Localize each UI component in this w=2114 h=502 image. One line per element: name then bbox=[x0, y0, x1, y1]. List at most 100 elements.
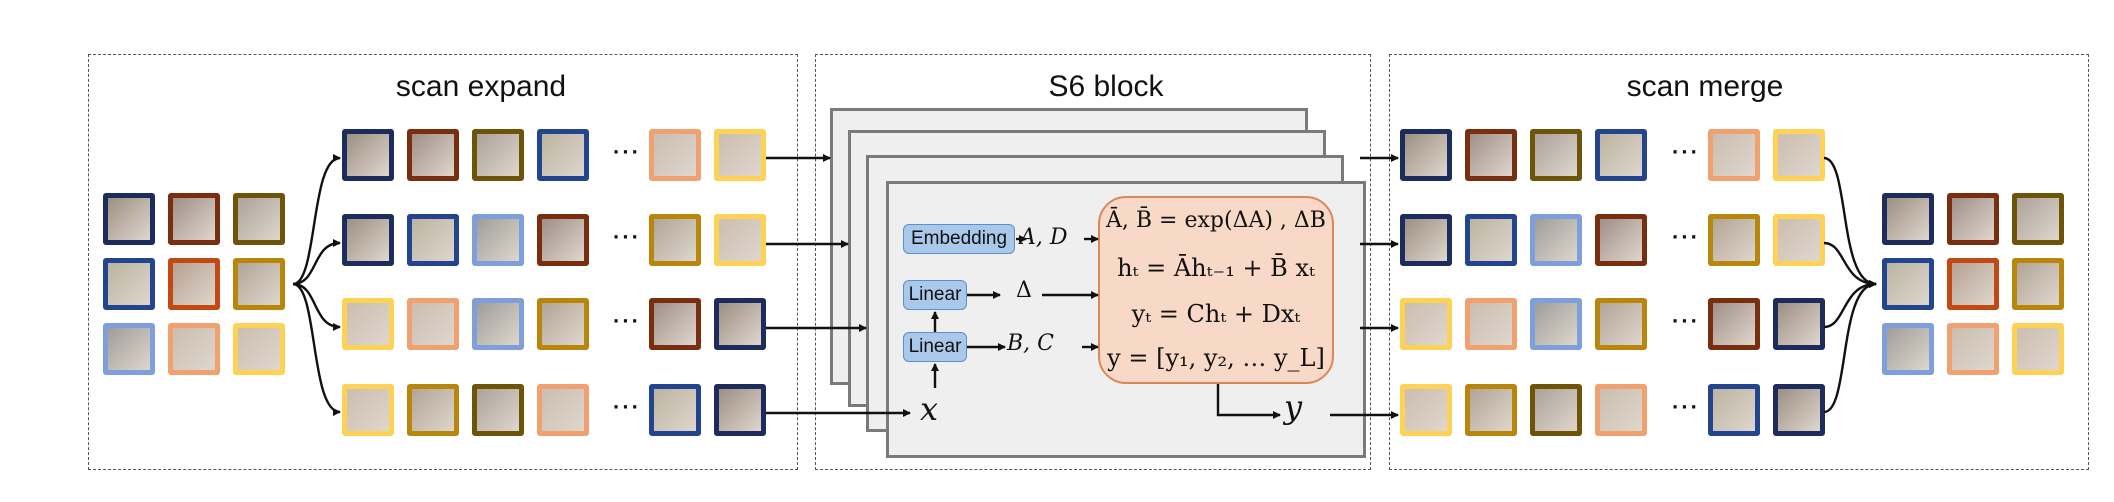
patch-image bbox=[347, 303, 389, 345]
input-grid-patch bbox=[168, 193, 220, 245]
patch-image bbox=[1535, 219, 1577, 261]
patch-image bbox=[1600, 389, 1642, 431]
merge-seq-4-patch bbox=[1530, 384, 1582, 436]
expand-seq-3-patch bbox=[537, 298, 589, 350]
input-grid-patch bbox=[103, 258, 155, 310]
merge-seq-2-patch bbox=[1773, 214, 1825, 266]
expand-seq-3-patch bbox=[714, 298, 766, 350]
patch-image bbox=[1535, 389, 1577, 431]
patch-image bbox=[719, 389, 761, 431]
merge-seq-4-patch bbox=[1773, 384, 1825, 436]
patch-image bbox=[1713, 389, 1755, 431]
merge-seq-2-patch bbox=[1708, 214, 1760, 266]
patch-image bbox=[1778, 219, 1820, 261]
output-grid-patch bbox=[1882, 323, 1934, 375]
output-grid-patch bbox=[2012, 193, 2064, 245]
x-label: x bbox=[920, 390, 939, 428]
ellipsis: ··· bbox=[1672, 394, 1700, 420]
patch-image bbox=[477, 303, 519, 345]
merge-seq-3-patch bbox=[1708, 298, 1760, 350]
ellipsis: ··· bbox=[613, 224, 641, 250]
patch-image bbox=[1470, 389, 1512, 431]
patch-image bbox=[1887, 328, 1929, 370]
linear-box-bottom: Linear bbox=[903, 332, 967, 362]
patch-image bbox=[654, 303, 696, 345]
ellipsis: ··· bbox=[613, 394, 641, 420]
output-grid-patch bbox=[1882, 193, 1934, 245]
equation-discretize: Ā, B̄ = exp(ΔA) , ΔB bbox=[1106, 208, 1326, 233]
merge-seq-2-patch bbox=[1530, 214, 1582, 266]
bc-label: B, C bbox=[1007, 331, 1054, 356]
ellipsis: ··· bbox=[1672, 139, 1700, 165]
expand-seq-4-patch bbox=[342, 384, 394, 436]
patch-image bbox=[108, 328, 150, 370]
expand-seq-2-patch bbox=[649, 214, 701, 266]
ellipsis: ··· bbox=[613, 308, 641, 334]
expand-seq-2-patch bbox=[537, 214, 589, 266]
patch-image bbox=[412, 389, 454, 431]
patch-image bbox=[1535, 303, 1577, 345]
merge-seq-1-patch bbox=[1773, 129, 1825, 181]
patch-image bbox=[542, 219, 584, 261]
patch-image bbox=[719, 219, 761, 261]
output-grid-patch bbox=[1882, 258, 1934, 310]
scan-merge-title: scan merge bbox=[1626, 70, 1784, 103]
ellipsis: ··· bbox=[1672, 308, 1700, 334]
patch-image bbox=[1470, 219, 1512, 261]
expand-seq-3-patch bbox=[472, 298, 524, 350]
patch-image bbox=[108, 263, 150, 305]
patch-image bbox=[719, 303, 761, 345]
equation-output: yₜ = Chₜ + Dxₜ bbox=[1131, 300, 1301, 328]
patch-image bbox=[347, 134, 389, 176]
expand-seq-4-patch bbox=[537, 384, 589, 436]
patch-image bbox=[542, 303, 584, 345]
expand-seq-1-patch bbox=[472, 129, 524, 181]
equation-state-update: hₜ = Āhₜ₋₁ + B̄ xₜ bbox=[1117, 254, 1315, 282]
expand-seq-4-patch bbox=[649, 384, 701, 436]
merge-seq-4-patch bbox=[1595, 384, 1647, 436]
patch-image bbox=[238, 198, 280, 240]
scan-merge-panel bbox=[1389, 54, 2089, 470]
expand-seq-4-patch bbox=[407, 384, 459, 436]
patch-image bbox=[1405, 134, 1447, 176]
expand-seq-1-patch bbox=[537, 129, 589, 181]
merge-seq-3-patch bbox=[1465, 298, 1517, 350]
input-grid-patch bbox=[103, 323, 155, 375]
patch-image bbox=[347, 219, 389, 261]
ad-label: A, D bbox=[1020, 225, 1068, 250]
output-grid-patch bbox=[1947, 258, 1999, 310]
expand-seq-1-patch bbox=[407, 129, 459, 181]
merge-seq-1-patch bbox=[1465, 129, 1517, 181]
expand-seq-1-patch bbox=[649, 129, 701, 181]
merge-seq-4-patch bbox=[1708, 384, 1760, 436]
patch-image bbox=[1713, 134, 1755, 176]
patch-image bbox=[1952, 263, 1994, 305]
merge-seq-4-patch bbox=[1400, 384, 1452, 436]
embedding-box: Embedding bbox=[903, 224, 1015, 254]
patch-image bbox=[654, 134, 696, 176]
ssm-equations-box: Ā, B̄ = exp(ΔA) , ΔB hₜ = Āhₜ₋₁ + B̄ xₜ … bbox=[1098, 196, 1334, 384]
merge-seq-4-patch bbox=[1465, 384, 1517, 436]
merge-seq-1-patch bbox=[1708, 129, 1760, 181]
patch-image bbox=[2017, 198, 2059, 240]
patch-image bbox=[1600, 219, 1642, 261]
patch-image bbox=[1405, 303, 1447, 345]
expand-seq-2-patch bbox=[714, 214, 766, 266]
merge-seq-3-patch bbox=[1400, 298, 1452, 350]
patch-image bbox=[1778, 134, 1820, 176]
expand-seq-3-patch bbox=[342, 298, 394, 350]
patch-image bbox=[1952, 328, 1994, 370]
patch-image bbox=[1600, 134, 1642, 176]
ellipsis: ··· bbox=[1672, 224, 1700, 250]
patch-image bbox=[1405, 389, 1447, 431]
patch-image bbox=[1778, 389, 1820, 431]
output-grid-patch bbox=[2012, 323, 2064, 375]
patch-image bbox=[173, 328, 215, 370]
patch-image bbox=[477, 389, 519, 431]
patch-image bbox=[412, 219, 454, 261]
expand-seq-2-patch bbox=[342, 214, 394, 266]
patch-image bbox=[2017, 328, 2059, 370]
patch-image bbox=[719, 134, 761, 176]
patch-image bbox=[542, 389, 584, 431]
equation-sequence: y = [y₁, y₂, … y_L] bbox=[1107, 344, 1325, 372]
